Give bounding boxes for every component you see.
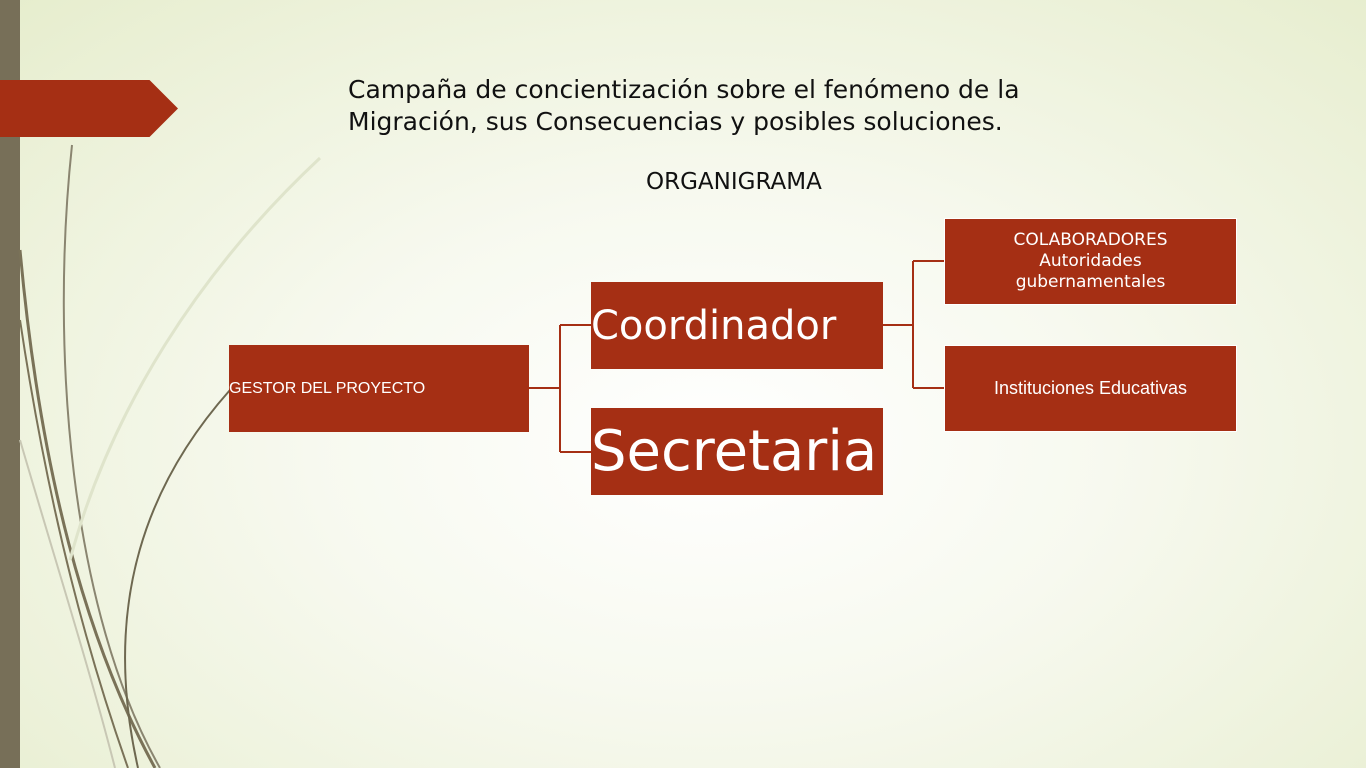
node-gestor-del-proyecto: GESTOR DEL PROYECTO (229, 345, 529, 432)
node-colaboradores: COLABORADORES Autoridades gubernamentale… (944, 218, 1237, 305)
node-label: Coordinador (591, 302, 837, 349)
node-instituciones-educativas: Instituciones Educativas (944, 345, 1237, 432)
node-label: Secretaria (591, 419, 878, 484)
node-label-line-2: Autoridades (1039, 251, 1142, 271)
node-label: Instituciones Educativas (993, 378, 1188, 398)
node-label-line-1: COLABORADORES (1013, 230, 1168, 250)
slide-title: Campaña de concientización sobre el fenó… (348, 75, 1020, 136)
swoosh-decoration (18, 144, 322, 768)
slide-subtitle: ORGANIGRAMA (646, 169, 822, 195)
node-secretaria: Secretaria (591, 408, 883, 495)
node-coordinador: Coordinador (591, 282, 883, 369)
accent-arrow-tag (0, 80, 178, 137)
node-label: GESTOR DEL PROYECTO (229, 379, 426, 397)
side-bar-decoration (0, 0, 20, 768)
node-label-line-3: gubernamentales (1015, 272, 1166, 292)
